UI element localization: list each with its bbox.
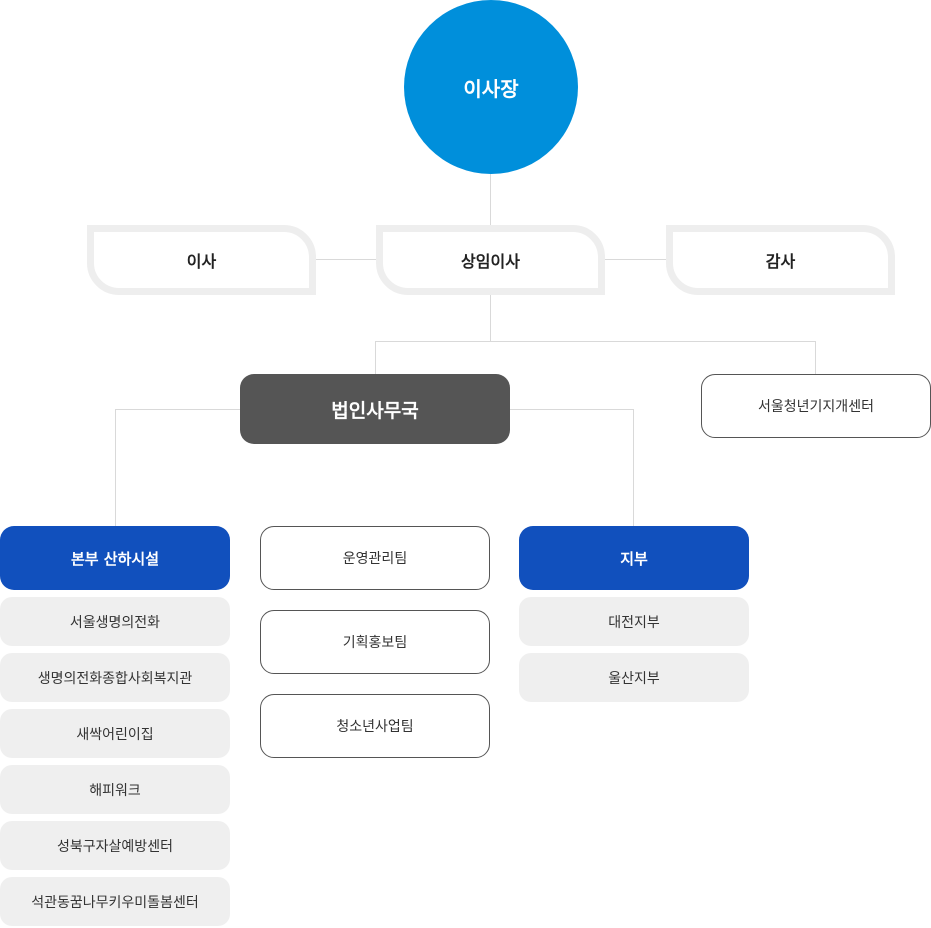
connector-center-up xyxy=(815,341,816,375)
standing-director-node: 상임이사 xyxy=(376,225,605,295)
team-label: 기획홍보팀 xyxy=(342,635,408,651)
headquarters-header: 본부 산하시설 xyxy=(0,526,230,590)
headquarters-item-label: 해피워크 xyxy=(89,782,141,799)
headquarters-item-label: 새싹어린이집 xyxy=(76,726,154,743)
headquarters-item: 성북구자살예방센터 xyxy=(0,821,230,870)
office-label: 법인사무국 xyxy=(331,399,419,422)
connector-branches-down xyxy=(633,409,634,527)
headquarters-item: 해피워크 xyxy=(0,765,230,814)
headquarters-item: 생명의전화종합사회복지관 xyxy=(0,653,230,702)
connector-chair-down xyxy=(490,174,491,226)
branches-header: 지부 xyxy=(519,526,749,590)
headquarters-label: 본부 산하시설 xyxy=(70,549,160,568)
headquarters-item: 새싹어린이집 xyxy=(0,709,230,758)
connector-directors-right xyxy=(605,259,667,260)
connector-office-right xyxy=(509,409,634,410)
branch-item-label: 울산지부 xyxy=(608,670,660,687)
headquarters-item: 서울생명의전화 xyxy=(0,597,230,646)
connector-directors-left xyxy=(315,259,377,260)
team-node: 운영관리팀 xyxy=(260,526,490,590)
team-node: 기획홍보팀 xyxy=(260,610,490,674)
branches-label: 지부 xyxy=(620,549,648,568)
directors-node: 이사 xyxy=(87,225,316,295)
branch-item-label: 대전지부 xyxy=(608,614,660,631)
chairman-label: 이사장 xyxy=(463,76,519,101)
headquarters-item: 석관동꿈나무키우미돌봄센터 xyxy=(0,877,230,926)
connector-office-up xyxy=(375,341,376,375)
chairman-node: 이사장 xyxy=(404,0,578,174)
branch-item: 울산지부 xyxy=(519,653,749,702)
headquarters-item-label: 성북구자살예방센터 xyxy=(57,838,173,855)
team-node: 청소년사업팀 xyxy=(260,694,490,758)
directors-label: 이사 xyxy=(186,252,217,271)
headquarters-item-label: 서울생명의전화 xyxy=(69,614,161,631)
connector-branch-horizontal xyxy=(375,341,816,342)
office-node: 법인사무국 xyxy=(240,374,510,444)
auditor-node: 감사 xyxy=(666,225,895,295)
team-label: 청소년사업팀 xyxy=(336,719,414,735)
team-label: 운영관리팀 xyxy=(342,551,408,567)
connector-office-left xyxy=(115,409,241,410)
branch-item: 대전지부 xyxy=(519,597,749,646)
youth-center-node: 서울청년기지개센터 xyxy=(701,374,931,438)
connector-hq-down xyxy=(115,409,116,527)
headquarters-item-label: 석관동꿈나무키우미돌봄센터 xyxy=(31,894,199,911)
headquarters-item-label: 생명의전화종합사회복지관 xyxy=(37,670,193,687)
auditor-label: 감사 xyxy=(765,252,796,271)
connector-standing-down xyxy=(490,295,491,341)
standing-director-label: 상임이사 xyxy=(461,252,520,271)
youth-center-label: 서울청년기지개센터 xyxy=(758,399,874,415)
